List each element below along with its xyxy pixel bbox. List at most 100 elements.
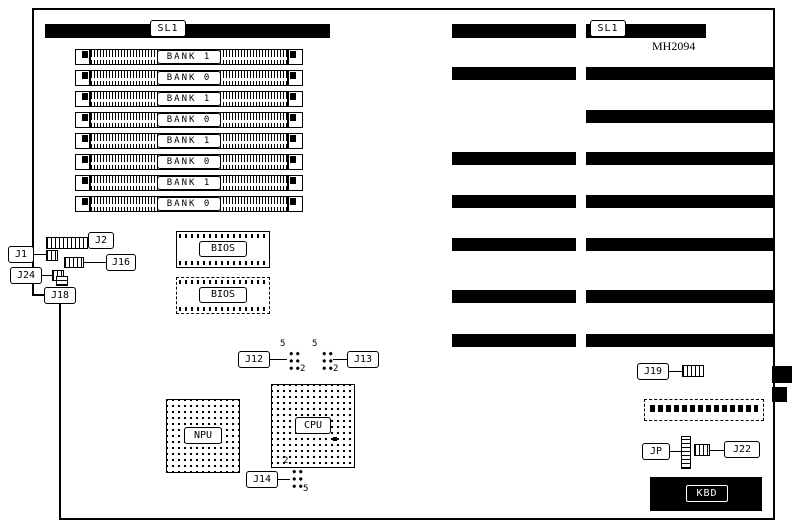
expansion-slot-bar <box>452 290 576 303</box>
label-j2: J2 <box>88 232 114 249</box>
clip-notch <box>82 198 88 205</box>
label-kbd: KBD <box>686 485 728 502</box>
clip-notch <box>290 156 296 163</box>
connector-j2 <box>46 237 88 249</box>
clip-notch <box>82 135 88 142</box>
bank-label: BANK 0 <box>157 71 221 85</box>
expansion-slot-bar <box>586 67 774 80</box>
slot-label-sl1-right: SL1 <box>590 20 626 37</box>
connector-j18 <box>56 276 68 286</box>
io-port-tab <box>772 387 787 402</box>
clip-notch <box>82 114 88 121</box>
label-jp: JP <box>642 443 670 460</box>
label-j24: J24 <box>10 267 42 284</box>
expansion-slot-bar <box>586 110 774 123</box>
label-cpu: CPU <box>295 417 331 434</box>
leader-line-jp <box>670 451 681 452</box>
label-j14: J14 <box>246 471 278 488</box>
label-j22: J22 <box>724 441 760 458</box>
bank-label: BANK 1 <box>157 134 221 148</box>
label-bios-bottom: BIOS <box>199 287 247 303</box>
leader-line-j24 <box>42 275 52 276</box>
bank-label: BANK 0 <box>157 197 221 211</box>
simm-clip-right <box>288 196 303 212</box>
label-j1: J1 <box>8 246 34 263</box>
simm-clip-right <box>288 112 303 128</box>
simm-clip-right <box>288 154 303 170</box>
leader-line-j19 <box>669 371 682 372</box>
simm-clip-left <box>75 91 90 107</box>
label-bios-top: BIOS <box>199 241 247 257</box>
simm-clip-right <box>288 91 303 107</box>
jumper-block-j12 <box>287 349 300 371</box>
expansion-slot-bar <box>452 24 576 38</box>
expansion-slot-bar <box>586 334 774 347</box>
leader-line-j13 <box>333 359 347 360</box>
simm-clip-right <box>288 49 303 65</box>
pin-number: 5 <box>312 339 318 349</box>
connector-j22 <box>694 444 710 456</box>
simm-clip-right <box>288 133 303 149</box>
keyboard-connector <box>650 477 762 511</box>
bank-label: BANK 0 <box>157 155 221 169</box>
clip-notch <box>290 135 296 142</box>
connector-j19 <box>682 365 704 377</box>
board-model-text: MH2094 <box>652 39 696 53</box>
simm-clip-left <box>75 49 90 65</box>
expansion-slot-bar <box>452 152 576 165</box>
clip-notch <box>82 93 88 100</box>
label-j12: J12 <box>238 351 270 368</box>
slot-label-sl1-left: SL1 <box>150 20 186 37</box>
label-j19: J19 <box>637 363 669 380</box>
clip-notch <box>82 156 88 163</box>
expansion-slot-bar <box>452 334 576 347</box>
expansion-slot-bar <box>452 195 576 208</box>
clip-notch <box>290 177 296 184</box>
expansion-slot-bar <box>45 24 330 38</box>
bios-chip-bottom <box>176 277 270 314</box>
simm-clip-right <box>288 70 303 86</box>
npu-chip <box>166 399 240 473</box>
leader-line-j1 <box>34 254 46 255</box>
chip-pins <box>179 261 267 265</box>
simm-clip-left <box>75 175 90 191</box>
simm-clip-left <box>75 196 90 212</box>
clip-notch <box>290 114 296 121</box>
jumper-block-j13 <box>320 349 333 371</box>
label-j18: J18 <box>44 287 76 304</box>
bank-label: BANK 0 <box>157 113 221 127</box>
expansion-slot-bar <box>586 238 774 251</box>
jumper-block-j14 <box>290 467 303 489</box>
clip-notch <box>290 51 296 58</box>
simm-clip-left <box>75 112 90 128</box>
pin-number: 5 <box>280 339 286 349</box>
bank-label: BANK 1 <box>157 50 221 64</box>
clip-notch <box>82 72 88 79</box>
expansion-slot-bar <box>586 290 774 303</box>
leader-line-j16 <box>84 262 106 263</box>
expansion-slot-bar <box>452 67 576 80</box>
connector-j1 <box>46 250 58 261</box>
simm-clip-left <box>75 154 90 170</box>
leader-line-j14 <box>278 479 290 480</box>
header-pins <box>650 405 758 412</box>
io-port-tab <box>772 366 792 383</box>
leader-line-j22 <box>710 450 724 451</box>
simm-clip-left <box>75 70 90 86</box>
label-j13: J13 <box>347 351 379 368</box>
cpu-pin1-marker <box>333 437 337 441</box>
simm-clip-right <box>288 175 303 191</box>
clip-notch <box>290 72 296 79</box>
clip-notch <box>290 198 296 205</box>
expansion-slot-bar <box>452 238 576 251</box>
chip-pins <box>179 307 267 311</box>
chip-pins <box>179 234 267 238</box>
expansion-slot-bar <box>586 152 774 165</box>
label-j16: J16 <box>106 254 136 271</box>
bank-label: BANK 1 <box>157 92 221 106</box>
bank-label: BANK 1 <box>157 176 221 190</box>
board-edge <box>32 8 775 520</box>
connector-jp <box>681 436 691 469</box>
